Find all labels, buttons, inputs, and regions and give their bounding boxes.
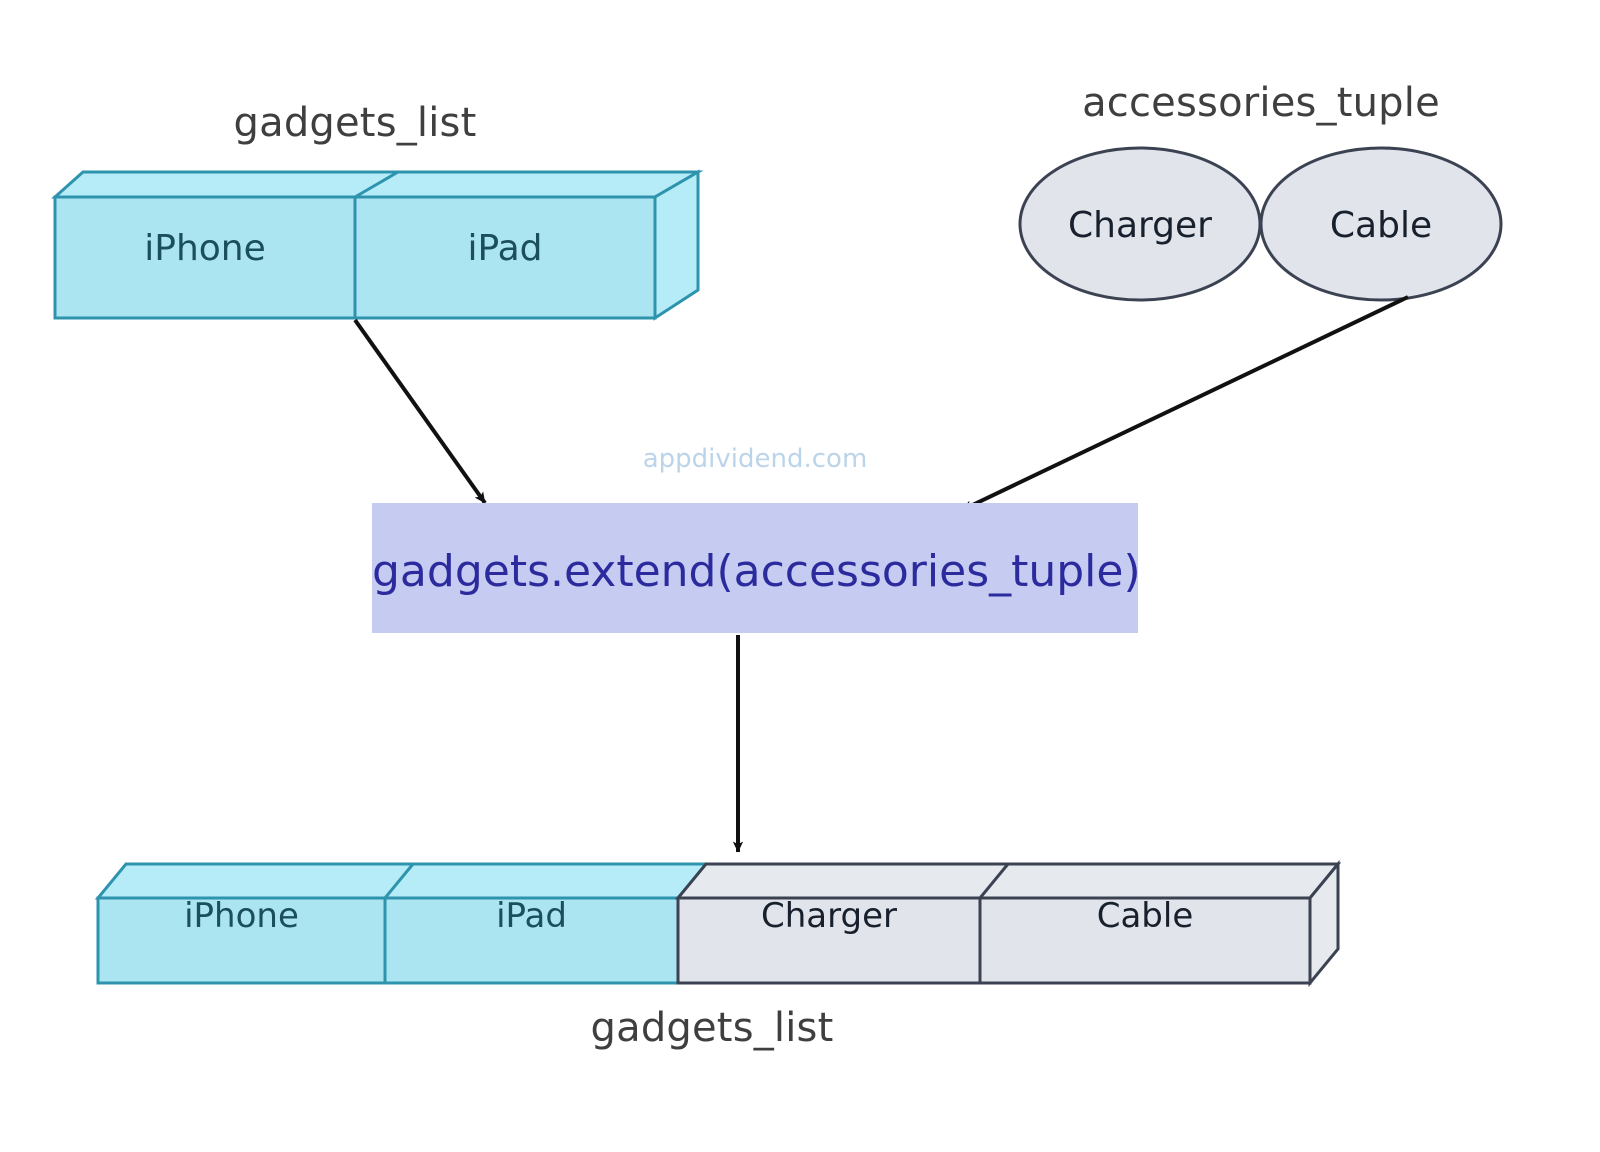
result-list-box <box>94 859 1342 988</box>
result-list-cell-3: Cable <box>1096 896 1194 936</box>
arrow-list-to-operation <box>353 318 487 505</box>
result-list-divider-1-top <box>383 863 415 899</box>
tuple-cell-0: Charger <box>1068 205 1212 246</box>
source-tuple-shape <box>1018 146 1503 302</box>
result-list-divider-3-top <box>978 863 1010 899</box>
result-list-cell-0: iPhone <box>184 896 299 936</box>
result-list-front-face-cyan <box>96 896 680 985</box>
source-list-divider-top <box>354 170 399 199</box>
result-list-title: gadgets_list <box>590 1005 834 1051</box>
result-list-cell-2: Charger <box>761 896 897 936</box>
result-list-top-face-cyan <box>94 862 710 900</box>
tuple-ellipse-cable <box>1259 146 1503 302</box>
tuple-cell-1: Cable <box>1329 205 1433 246</box>
source-list-cell-0: iPhone <box>144 228 266 269</box>
operation-box <box>372 503 1138 633</box>
source-tuple-title: accessories_tuple <box>1082 80 1440 126</box>
arrow-tuple-to-operation <box>961 295 1409 512</box>
result-list-top-face-gray <box>674 862 1342 900</box>
result-list-front-face-gray <box>676 896 1312 985</box>
watermark: appdividend.com <box>642 444 868 474</box>
source-list-title: gadgets_list <box>233 100 477 146</box>
operation-label: gadgets.extend(accessories_tuple) <box>372 546 1141 597</box>
result-list-cell-1: iPad <box>496 896 567 936</box>
source-list-cell-1: iPad <box>467 228 543 269</box>
source-list-box <box>51 169 704 321</box>
source-list-right-face <box>653 169 700 321</box>
